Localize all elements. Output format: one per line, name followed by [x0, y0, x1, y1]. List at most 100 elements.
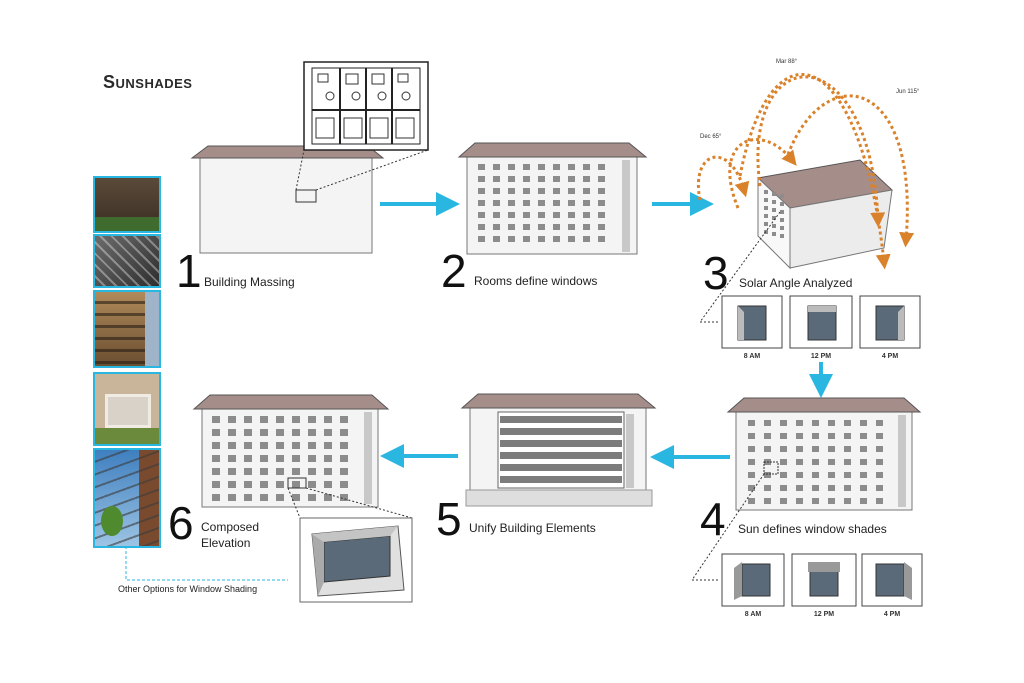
window: [780, 202, 784, 206]
window: [523, 176, 530, 182]
composed-window: [228, 416, 236, 423]
composed-window: [308, 429, 316, 436]
window: [598, 224, 605, 230]
window-shade: [796, 459, 803, 465]
composed-window: [260, 429, 268, 436]
window-shade: [844, 472, 851, 478]
window-shade: [860, 433, 867, 439]
window: [538, 200, 545, 206]
window: [493, 176, 500, 182]
window: [523, 164, 530, 170]
composed-window: [244, 416, 252, 423]
window: [508, 164, 515, 170]
window-shade: [764, 498, 771, 504]
window-shade: [844, 446, 851, 452]
composed-window: [244, 429, 252, 436]
window-shade-tiles-4: [721, 553, 923, 607]
window-shade: [780, 498, 787, 504]
window-shade: [876, 485, 883, 491]
window-shade: [748, 485, 755, 491]
time-label-8am-shade: 8 AM: [744, 611, 762, 618]
window-shade: [748, 498, 755, 504]
window-shade: [844, 498, 851, 504]
window-shade: [764, 446, 771, 452]
window: [772, 200, 776, 204]
window: [568, 212, 575, 218]
time-label-12pm-shade: 12 PM: [813, 611, 835, 618]
window-shade: [812, 459, 819, 465]
window-shade: [748, 459, 755, 465]
window-shade: [876, 472, 883, 478]
window: [780, 194, 784, 198]
photo-louvers: [93, 176, 161, 233]
composed-window: [228, 442, 236, 449]
sun-label-jun: Jun 115°: [896, 89, 920, 95]
composed-window: [324, 455, 332, 462]
window-shade: [860, 420, 867, 426]
time-label-4pm-shade: 4 PM: [883, 611, 901, 618]
window: [478, 164, 485, 170]
composed-window: [292, 416, 300, 423]
composed-window: [260, 442, 268, 449]
window: [598, 212, 605, 218]
window: [772, 192, 776, 196]
window: [493, 200, 500, 206]
window: [553, 224, 560, 230]
composed-window: [308, 468, 316, 475]
composed-window: [276, 442, 284, 449]
composed-window: [276, 429, 284, 436]
step-1-label: Building Massing: [204, 275, 295, 289]
window: [478, 212, 485, 218]
photo-frame-shade: [93, 372, 161, 446]
window-shade: [828, 472, 835, 478]
step-3-label: Solar Angle Analyzed: [739, 276, 853, 290]
composed-window: [260, 468, 268, 475]
unified-shade-band: [500, 464, 622, 471]
composed-window: [212, 416, 220, 423]
composed-window: [308, 494, 316, 501]
window-shade: [812, 433, 819, 439]
window: [772, 232, 776, 236]
window: [568, 236, 575, 242]
window-shade: [812, 485, 819, 491]
composed-window: [308, 455, 316, 462]
composed-window: [276, 494, 284, 501]
composed-window: [276, 468, 284, 475]
window-shade: [828, 420, 835, 426]
time-label-4pm: 4 PM: [881, 353, 899, 360]
window-shade: [828, 446, 835, 452]
composed-window: [244, 494, 252, 501]
window: [478, 200, 485, 206]
composed-window: [228, 455, 236, 462]
composed-window: [260, 481, 268, 488]
composed-window: [292, 455, 300, 462]
window-shade: [796, 420, 803, 426]
building-massing: [190, 145, 429, 254]
floor-plan-inset: [303, 61, 429, 151]
composed-window: [324, 416, 332, 423]
composed-window: [340, 494, 348, 501]
composed-window: [212, 468, 220, 475]
window: [508, 176, 515, 182]
building-sun-shades: [726, 397, 922, 511]
step-1-number: 1: [176, 245, 202, 297]
solar-angle-building: [756, 159, 894, 270]
photo-balconies: [93, 290, 161, 368]
window: [508, 200, 515, 206]
window: [583, 200, 590, 206]
window-shade: [748, 472, 755, 478]
composed-window: [260, 416, 268, 423]
window-shade: [876, 498, 883, 504]
window: [508, 188, 515, 194]
window-shade: [812, 498, 819, 504]
window: [772, 216, 776, 220]
window: [508, 224, 515, 230]
window: [780, 234, 784, 238]
window: [523, 212, 530, 218]
window-shade: [796, 485, 803, 491]
window-shade: [828, 498, 835, 504]
photo-blades: [93, 448, 161, 548]
window: [598, 176, 605, 182]
window-shade: [844, 433, 851, 439]
composed-window: [276, 481, 284, 488]
